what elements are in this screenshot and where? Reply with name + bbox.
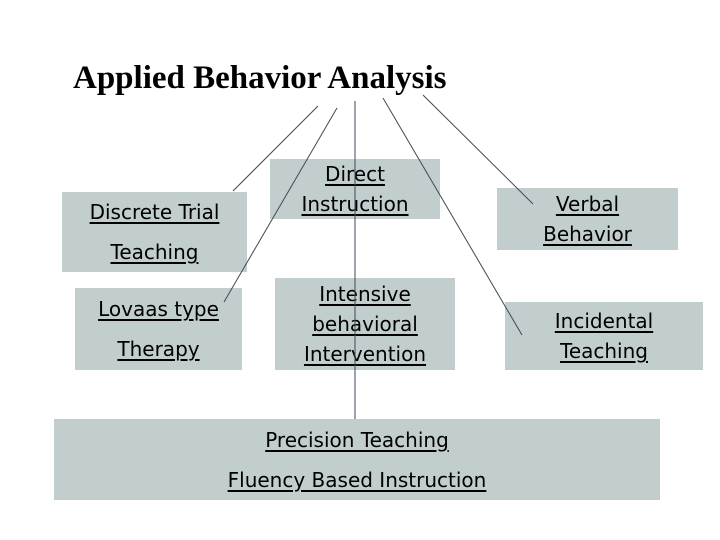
node-precision-teaching-fluency: Precision Teaching Fluency Based Instruc… xyxy=(54,419,660,500)
node-text-line: Precision Teaching xyxy=(265,427,449,452)
node-text-line: Instruction xyxy=(301,192,409,216)
node-text-line: Fluency Based Instruction xyxy=(227,467,487,492)
node-text-line: Therapy xyxy=(117,337,200,361)
node-text-line: Teaching xyxy=(110,240,199,264)
node-text-line: Lovaas type xyxy=(98,297,219,321)
node-text-line: Intervention xyxy=(303,342,427,366)
node-text-line: Direct xyxy=(325,162,385,186)
node-verbal-behavior: Verbal Behavior xyxy=(497,188,678,250)
node-text-line: Verbal xyxy=(555,192,620,216)
node-incidental-teaching: Incidental Teaching xyxy=(505,302,703,370)
node-text-line: behavioral xyxy=(312,312,418,336)
node-direct-instruction: Direct Instruction xyxy=(270,159,440,219)
slide-title: Applied Behavior Analysis xyxy=(73,60,447,96)
node-text-line: Behavior xyxy=(543,222,632,246)
node-text-line: Discrete Trial xyxy=(89,200,220,224)
node-intensive-behavioral-intervention: Intensive behavioral Intervention xyxy=(275,278,455,370)
node-text-line: Incidental xyxy=(554,309,654,333)
node-lovaas-type-therapy: Lovaas type Therapy xyxy=(75,288,242,370)
node-text-line: Teaching xyxy=(560,339,648,363)
node-discrete-trial-teaching: Discrete Trial Teaching xyxy=(62,192,247,272)
node-text-line: Intensive xyxy=(319,282,411,306)
